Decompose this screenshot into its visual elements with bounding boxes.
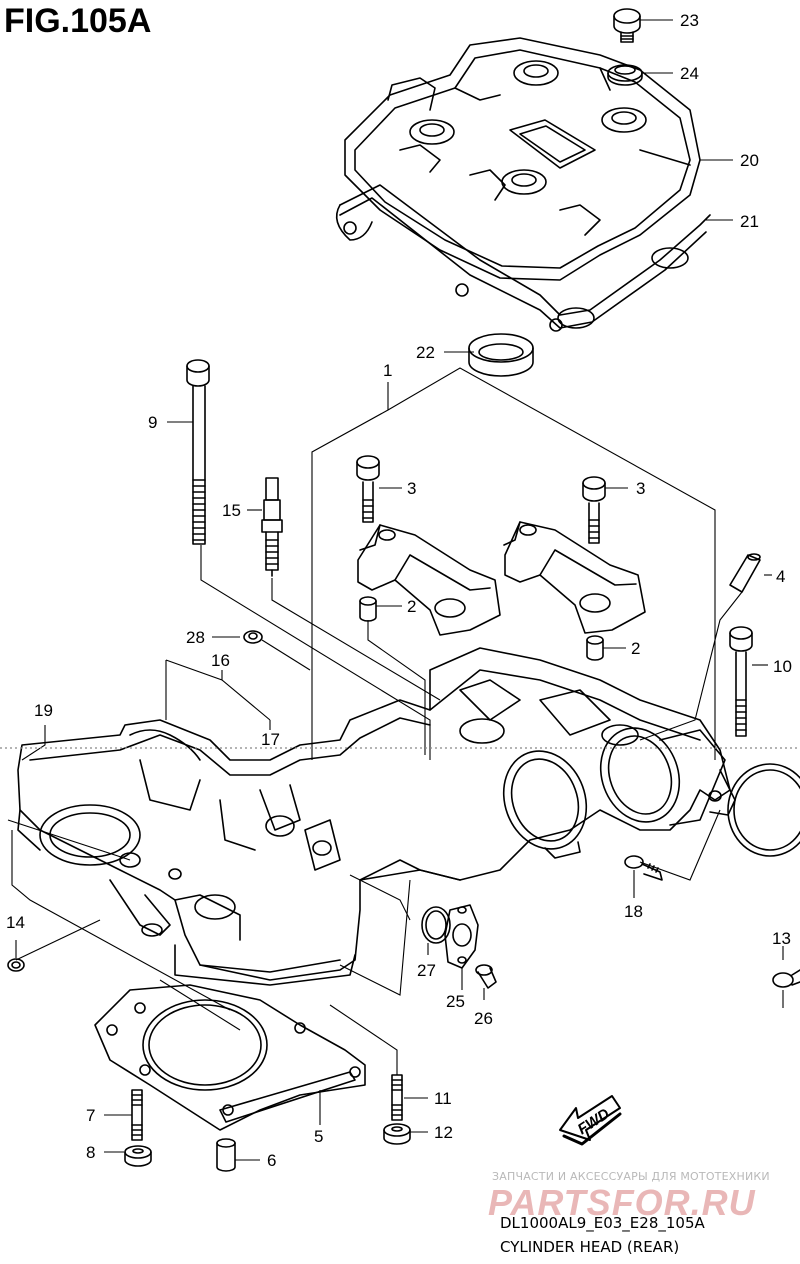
callout-3-left: 3 (407, 479, 416, 498)
part-13-bolt (772, 969, 800, 988)
callout-19: 19 (34, 701, 53, 720)
intake-pipe-right (599, 727, 726, 826)
part-25-cap (444, 904, 479, 969)
model-code: DL1000AL9_E03_E28_105A (500, 1214, 705, 1232)
o-ring-right (727, 763, 800, 857)
part-3-bolt-right (582, 476, 606, 544)
callout-15: 15 (222, 501, 241, 520)
callout-3-right: 3 (636, 479, 645, 498)
callout-2-right: 2 (631, 639, 640, 658)
watermark-tagline: ЗАПЧАСТИ И АКСЕССУАРЫ ДЛЯ МОТОТЕХНИКИ (492, 1170, 770, 1183)
callout-7: 7 (86, 1106, 95, 1125)
callout-21: 21 (740, 212, 759, 231)
callout-28: 28 (186, 628, 205, 647)
leader-lines (7, 19, 784, 1161)
part-21-cover-gasket (335, 184, 711, 332)
watermark-brand: PARTSFOR.RU (488, 1182, 756, 1223)
intake-pipe-left (502, 750, 588, 859)
part-15-spark-plug (261, 477, 283, 577)
part-12-nut (383, 1123, 411, 1145)
part-14-washer (7, 958, 25, 972)
part-27-o-ring (421, 906, 451, 944)
callout-labels: 23 24 20 21 22 1 9 3 3 15 4 2 2 10 28 16… (6, 11, 792, 1170)
callout-26: 26 (474, 1009, 493, 1028)
callout-22: 22 (416, 343, 435, 362)
callout-10: 10 (773, 657, 792, 676)
callout-12: 12 (434, 1123, 453, 1142)
callout-16: 16 (211, 651, 230, 670)
part-20-head-cover (344, 37, 701, 329)
callout-17: 17 (261, 730, 280, 749)
callout-5: 5 (314, 1127, 323, 1146)
callout-13: 13 (772, 929, 791, 948)
camshaft-cap-right (503, 521, 646, 634)
callout-25: 25 (446, 992, 465, 1011)
callout-9: 9 (148, 413, 157, 432)
fwd-arrow (559, 1095, 622, 1146)
part-2-dowel-left (359, 596, 377, 622)
callout-27: 27 (417, 961, 436, 980)
part-8-nut (124, 1145, 152, 1167)
part-6-dowel (216, 1138, 236, 1172)
figure-title: FIG.105A (4, 2, 152, 40)
callout-8: 8 (86, 1143, 95, 1162)
part-26-bolt (475, 964, 497, 989)
callout-6: 6 (267, 1151, 276, 1170)
callout-14: 14 (6, 913, 25, 932)
part-3-bolt-left (356, 455, 380, 523)
part-10-bolt (729, 626, 753, 737)
callout-4: 4 (776, 567, 785, 586)
callout-23: 23 (680, 11, 699, 30)
callout-11: 11 (434, 1089, 452, 1108)
part-22-seal-ring (468, 333, 534, 377)
callout-18: 18 (624, 902, 643, 921)
part-11-stud (391, 1074, 403, 1121)
callout-1: 1 (383, 361, 392, 380)
part-7-stud (131, 1089, 143, 1141)
part-1-cylinder-head (17, 647, 736, 986)
part-5-head-gasket (94, 984, 366, 1131)
callout-2-left: 2 (407, 597, 416, 616)
part-4-guide-pin (729, 553, 761, 593)
figure-caption: CYLINDER HEAD (REAR) (500, 1238, 680, 1256)
camshaft-cap-left (357, 524, 501, 636)
part-28-washer (243, 630, 263, 644)
callout-20: 20 (740, 151, 759, 170)
callout-24: 24 (680, 64, 699, 83)
part-9-stud-bolt (186, 359, 210, 545)
part-2-dowel-right (586, 635, 604, 661)
part-23-bolt (613, 8, 641, 43)
